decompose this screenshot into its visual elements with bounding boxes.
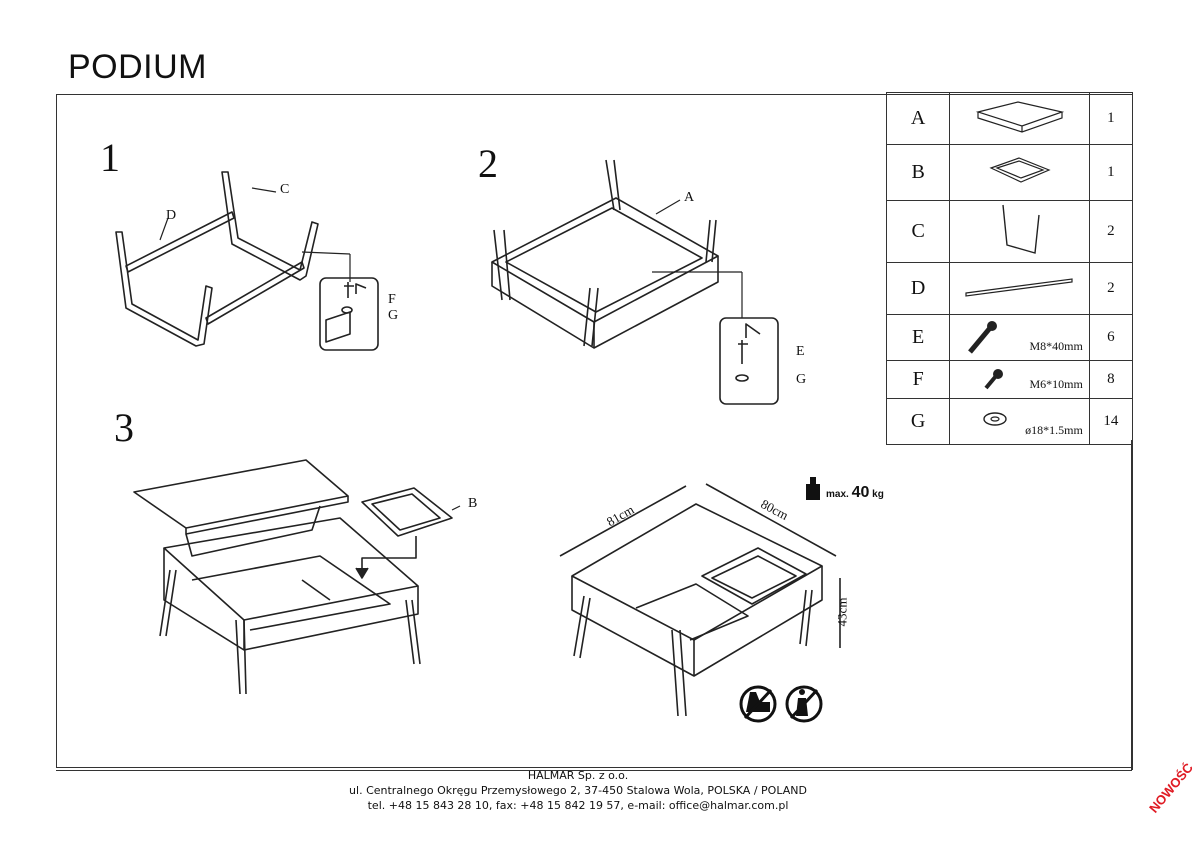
parts-row: B 1 <box>885 144 1134 201</box>
callout-c: C <box>280 182 290 197</box>
footer-company: HALMAR Sp. z o.o. <box>527 769 629 782</box>
footer-address: ul. Centralnego Okręgu Przemysłowego 2, … <box>349 784 807 797</box>
part-qty: 6 <box>1088 314 1134 361</box>
rail-icon <box>964 278 1073 297</box>
callout-d: D <box>166 208 177 223</box>
part-image: M6*10mm <box>949 360 1090 399</box>
callout-f: F <box>388 292 396 307</box>
no-sitting-icon <box>739 685 777 723</box>
part-image <box>949 200 1090 263</box>
part-qty: 14 <box>1088 398 1134 445</box>
callout-g: G <box>388 308 399 323</box>
tray-icon <box>988 157 1051 183</box>
max-load-value: 40 <box>851 484 870 501</box>
step-1-number: 1 <box>100 135 120 180</box>
part-size: M8*40mm <box>1029 339 1083 353</box>
footer-contact: tel. +48 15 843 28 10, fax: +48 15 842 1… <box>367 799 789 812</box>
no-standing-icon <box>785 685 823 723</box>
footer: HALMAR Sp. z o.o. ul. Centralnego Okręgu… <box>300 768 856 813</box>
top-box-icon <box>975 101 1064 133</box>
washer-icon <box>983 412 1007 426</box>
callout-b: B <box>468 496 478 511</box>
part-code: F <box>885 360 951 399</box>
part-image: ø18*1.5mm <box>949 398 1090 445</box>
parts-row: E M8*40mm 6 <box>885 314 1134 361</box>
product-title: PODIUM <box>68 48 207 86</box>
part-code: E <box>885 314 951 361</box>
part-code: D <box>885 262 951 315</box>
part-qty: 1 <box>1088 144 1134 201</box>
leg-frame-icon <box>1001 204 1040 254</box>
frame-right-edge <box>1131 440 1133 770</box>
parts-row: F M6*10mm 8 <box>885 360 1134 399</box>
part-qty: 2 <box>1088 262 1134 315</box>
part-qty: 2 <box>1088 200 1134 263</box>
max-load: max. 40 kg <box>826 484 884 502</box>
part-image: M8*40mm <box>949 314 1090 361</box>
bolt-short-icon <box>984 369 1004 390</box>
part-code: C <box>885 200 951 263</box>
part-size: ø18*1.5mm <box>1025 423 1083 437</box>
part-code: A <box>885 92 951 145</box>
callout-g-2: G <box>796 372 807 387</box>
instruction-frame <box>56 94 1132 768</box>
max-load-prefix: max. <box>826 489 849 500</box>
part-image <box>949 262 1090 315</box>
part-image <box>949 144 1090 201</box>
callout-a: A <box>684 190 695 205</box>
callout-e: E <box>796 344 805 359</box>
step-2-number: 2 <box>478 141 498 186</box>
step-3-number: 3 <box>114 405 134 450</box>
parts-row: A 1 <box>885 92 1134 145</box>
part-size: M6*10mm <box>1029 377 1083 391</box>
parts-table: A 1 B 1 C 2 D 2 <box>885 92 1134 445</box>
parts-row: C 2 <box>885 200 1134 263</box>
part-qty: 8 <box>1088 360 1134 399</box>
max-load-unit: kg <box>872 489 884 500</box>
bolt-long-icon <box>968 321 998 354</box>
parts-row: G ø18*1.5mm 14 <box>885 398 1134 445</box>
parts-row: D 2 <box>885 262 1134 315</box>
footer-divider <box>56 770 1132 771</box>
part-image <box>949 92 1090 145</box>
part-code: B <box>885 144 951 201</box>
part-qty: 1 <box>1088 92 1134 145</box>
part-code: G <box>885 398 951 445</box>
